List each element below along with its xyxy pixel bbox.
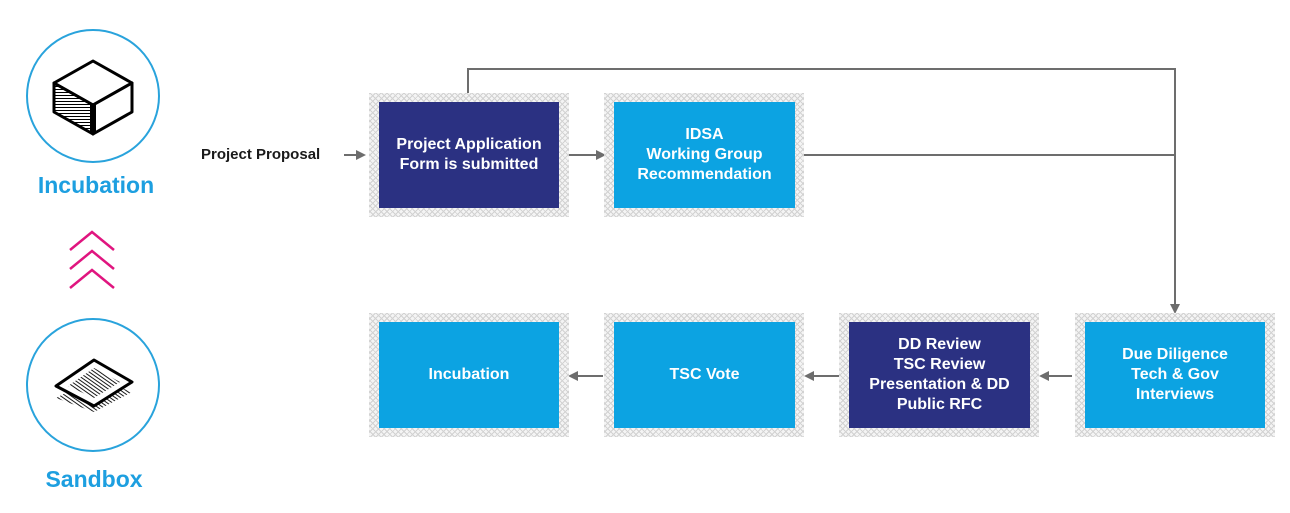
bypass-line-vertical — [467, 68, 469, 94]
arrow-step5-step6-shaft — [577, 375, 603, 377]
layered-square-icon — [54, 358, 134, 412]
arrow-step1-step2-shaft — [569, 154, 596, 156]
incubation-circle — [26, 29, 160, 163]
arrow-step1-step2-head — [596, 150, 606, 160]
arrow-step4-step5-head — [804, 371, 814, 381]
step3-line3: Interviews — [1135, 386, 1215, 403]
step4-line2: TSC Review — [893, 356, 986, 373]
arrow-step3-step4-shaft — [1048, 375, 1072, 377]
cube-icon — [52, 59, 134, 136]
step1-box: Project Application Form is submitted — [379, 102, 559, 208]
step1-line1: Project Application — [396, 136, 542, 153]
arrow-step5-step6-head — [568, 371, 578, 381]
step4-line4: Public RFC — [896, 396, 983, 413]
project-proposal-label: Project Proposal — [201, 146, 321, 163]
step2-box: IDSA Working Group Recommendation — [614, 102, 795, 208]
step4-box: DD Review TSC Review Presentation & DD P… — [849, 322, 1030, 428]
arrow-proposal-head — [356, 150, 366, 160]
main-line-down — [1174, 68, 1176, 306]
arrow-proposal-shaft — [344, 154, 358, 156]
step5-box: TSC Vote — [614, 322, 795, 428]
step5-line1: TSC Vote — [669, 366, 740, 383]
arrow-step3-step4-head — [1039, 371, 1049, 381]
stage-label-sandbox: Sandbox — [45, 466, 143, 492]
bypass-line-horizontal — [467, 68, 1176, 70]
step2-line1: IDSA — [685, 126, 724, 143]
step6-box: Incubation — [379, 322, 559, 428]
arrow-step4-step5-shaft — [813, 375, 839, 377]
line-step2-right — [804, 154, 1176, 156]
step3-line1: Due Diligence — [1122, 346, 1228, 363]
step6-line1: Incubation — [428, 366, 510, 383]
step2-line3: Recommendation — [637, 166, 772, 183]
step4-line1: DD Review — [898, 336, 981, 353]
step3-line2: Tech & Gov — [1131, 366, 1219, 383]
step2-line2: Working Group — [646, 146, 763, 163]
step4-line3: Presentation & DD — [869, 376, 1010, 393]
sandbox-circle — [26, 318, 160, 452]
step1-line2: Form is submitted — [399, 156, 539, 173]
triple-chevron-up-icon — [69, 230, 115, 289]
stage-label-incubation: Incubation — [37, 172, 155, 198]
step3-box: Due Diligence Tech & Gov Interviews — [1085, 322, 1265, 428]
arrow-step3-head — [1170, 304, 1180, 314]
